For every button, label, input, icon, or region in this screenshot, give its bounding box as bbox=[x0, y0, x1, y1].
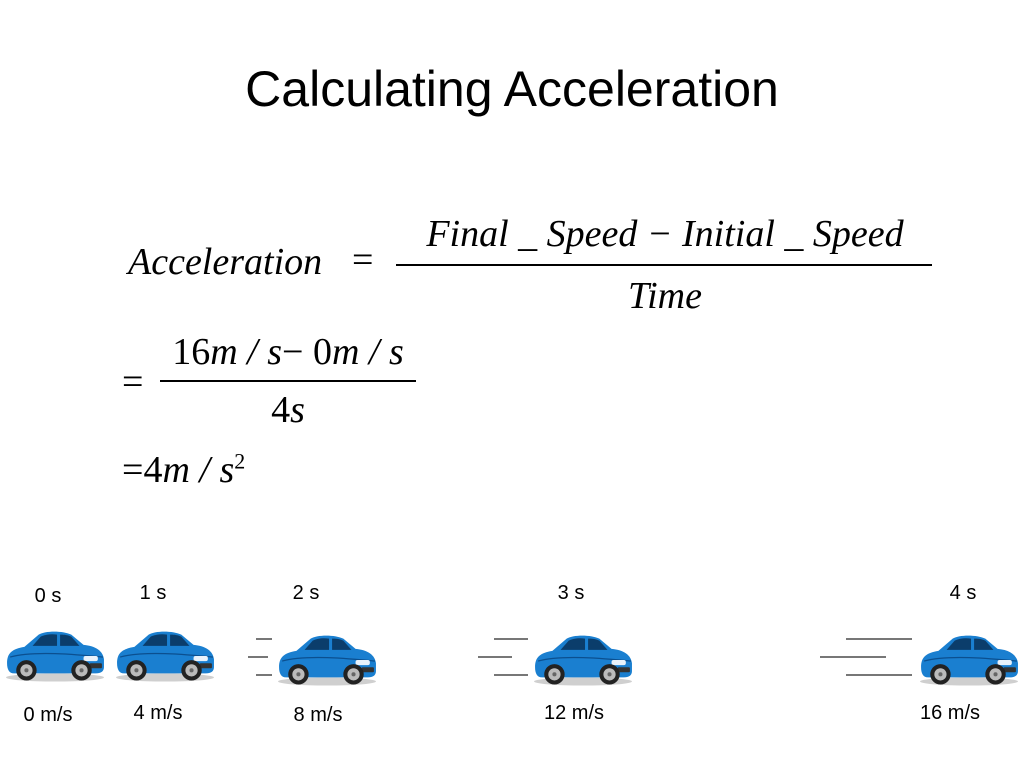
motion-line bbox=[248, 656, 268, 658]
step1-num-unit-a: m / s bbox=[210, 331, 283, 373]
step2-4: 4 bbox=[143, 449, 163, 491]
motion-line bbox=[256, 674, 272, 676]
step1-num-minus-zero: − 0 bbox=[282, 331, 332, 373]
car-icon bbox=[276, 626, 378, 688]
time-label: 2 s bbox=[292, 582, 320, 604]
car-icon bbox=[918, 626, 1020, 688]
motion-line bbox=[494, 638, 528, 640]
step2-result: =4m / s2 bbox=[122, 448, 245, 492]
motion-line bbox=[846, 674, 912, 676]
formula-denominator: Time bbox=[628, 275, 702, 317]
car-icon bbox=[4, 622, 106, 684]
step1-denominator: 4s bbox=[160, 388, 416, 432]
step1-num-16: 16 bbox=[172, 331, 211, 373]
step2-exponent: 2 bbox=[234, 448, 246, 474]
step1-den-s: s bbox=[290, 389, 305, 431]
car-icon bbox=[114, 622, 216, 684]
formula-equals: = bbox=[352, 239, 374, 281]
motion-line bbox=[820, 656, 886, 658]
speed-label: 16 m/s bbox=[919, 702, 981, 724]
speed-label: 8 m/s bbox=[293, 704, 343, 726]
fraction-bar-main bbox=[396, 264, 932, 266]
speed-label: 0 m/s bbox=[23, 704, 73, 726]
formula-lhs: Acceleration bbox=[128, 241, 323, 283]
time-label: 0 s bbox=[34, 585, 62, 607]
motion-line bbox=[494, 674, 528, 676]
step1-numerator: 16m / s− 0m / s bbox=[160, 330, 416, 374]
time-label: 3 s bbox=[557, 582, 585, 604]
speed-label: 4 m/s bbox=[133, 702, 183, 724]
formula-numerator: Final _ Speed − Initial _ Speed bbox=[426, 213, 904, 255]
car-icon bbox=[532, 626, 634, 688]
step1-den-4: 4 bbox=[271, 389, 291, 431]
time-label: 1 s bbox=[139, 582, 167, 604]
step1-equals: = bbox=[122, 361, 144, 403]
time-label: 4 s bbox=[949, 582, 977, 604]
slide-title: Calculating Acceleration bbox=[245, 61, 779, 117]
step2-unit: m / s bbox=[162, 449, 235, 491]
fraction-bar-step1 bbox=[160, 380, 416, 382]
speed-label: 12 m/s bbox=[543, 702, 605, 724]
motion-line bbox=[478, 656, 512, 658]
step1-num-unit-b: m / s bbox=[331, 331, 404, 373]
step2-equals: = bbox=[122, 449, 144, 491]
motion-line bbox=[256, 638, 272, 640]
motion-line bbox=[846, 638, 912, 640]
